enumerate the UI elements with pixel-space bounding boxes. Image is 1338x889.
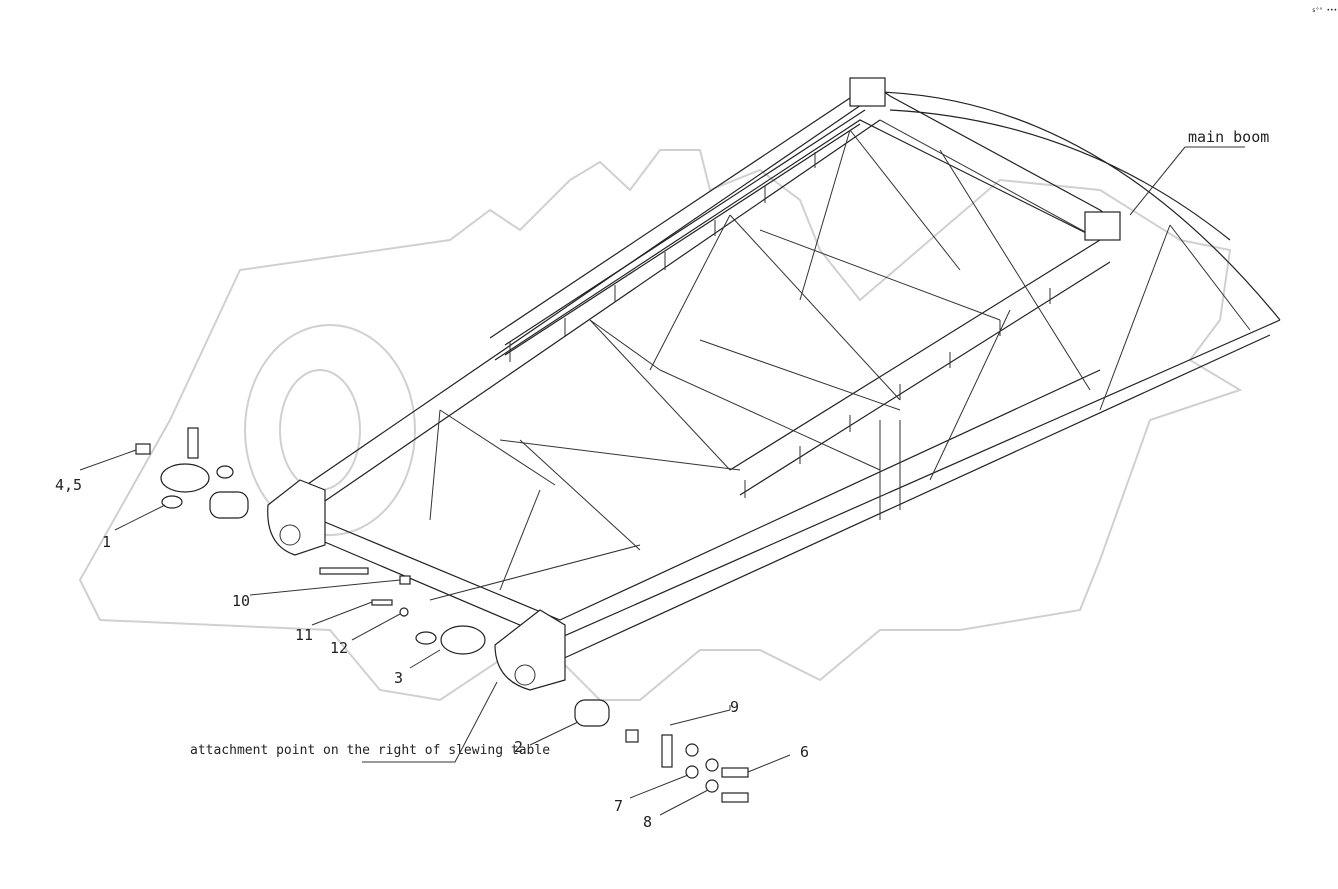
fitting-part-right xyxy=(625,729,639,743)
pin-part-right xyxy=(440,625,486,655)
part-label-3: 3 xyxy=(394,669,403,687)
parts xyxy=(135,427,749,803)
washer-part xyxy=(685,743,699,757)
pin-head-part xyxy=(399,575,411,585)
sleeve-part xyxy=(415,631,437,645)
split-pin-part xyxy=(371,599,393,606)
part-label-8: 8 xyxy=(643,813,652,831)
part-label-7: 7 xyxy=(614,797,623,815)
cotter-part xyxy=(319,567,369,575)
washer-part xyxy=(685,765,699,779)
part-label-9: 9 xyxy=(730,698,739,716)
grease-nipple-part xyxy=(161,495,183,509)
fitting-part xyxy=(135,443,151,455)
main-boom-label: main boom xyxy=(1188,128,1269,146)
boom-frame xyxy=(267,77,1281,691)
part-label-2: 2 xyxy=(514,738,523,756)
bolt-part xyxy=(721,792,749,803)
leaders xyxy=(79,146,1245,816)
watermark xyxy=(78,149,1243,702)
part-label-10: 10 xyxy=(232,592,250,610)
bolt-part xyxy=(721,767,749,778)
bushing-part-right xyxy=(574,699,610,727)
plate-part-right xyxy=(661,734,673,768)
washer-part xyxy=(705,758,719,772)
part-label-6: 6 xyxy=(800,743,809,761)
part-label-12: 12 xyxy=(330,639,348,657)
small-pin-part xyxy=(216,465,234,479)
attachment-point-label: attachment point on the right of slewing… xyxy=(190,743,550,758)
bushing-part-left xyxy=(209,491,249,519)
part-label-11: 11 xyxy=(295,626,313,644)
plate-part-left xyxy=(187,427,199,459)
pin-part-left xyxy=(160,463,210,493)
corner-mark: s°° ••• xyxy=(1312,7,1337,14)
washer-part xyxy=(705,779,719,793)
part-label-1: 1 xyxy=(102,533,111,551)
part-label-4-5: 4,5 xyxy=(55,476,82,494)
washer-part xyxy=(399,607,409,617)
